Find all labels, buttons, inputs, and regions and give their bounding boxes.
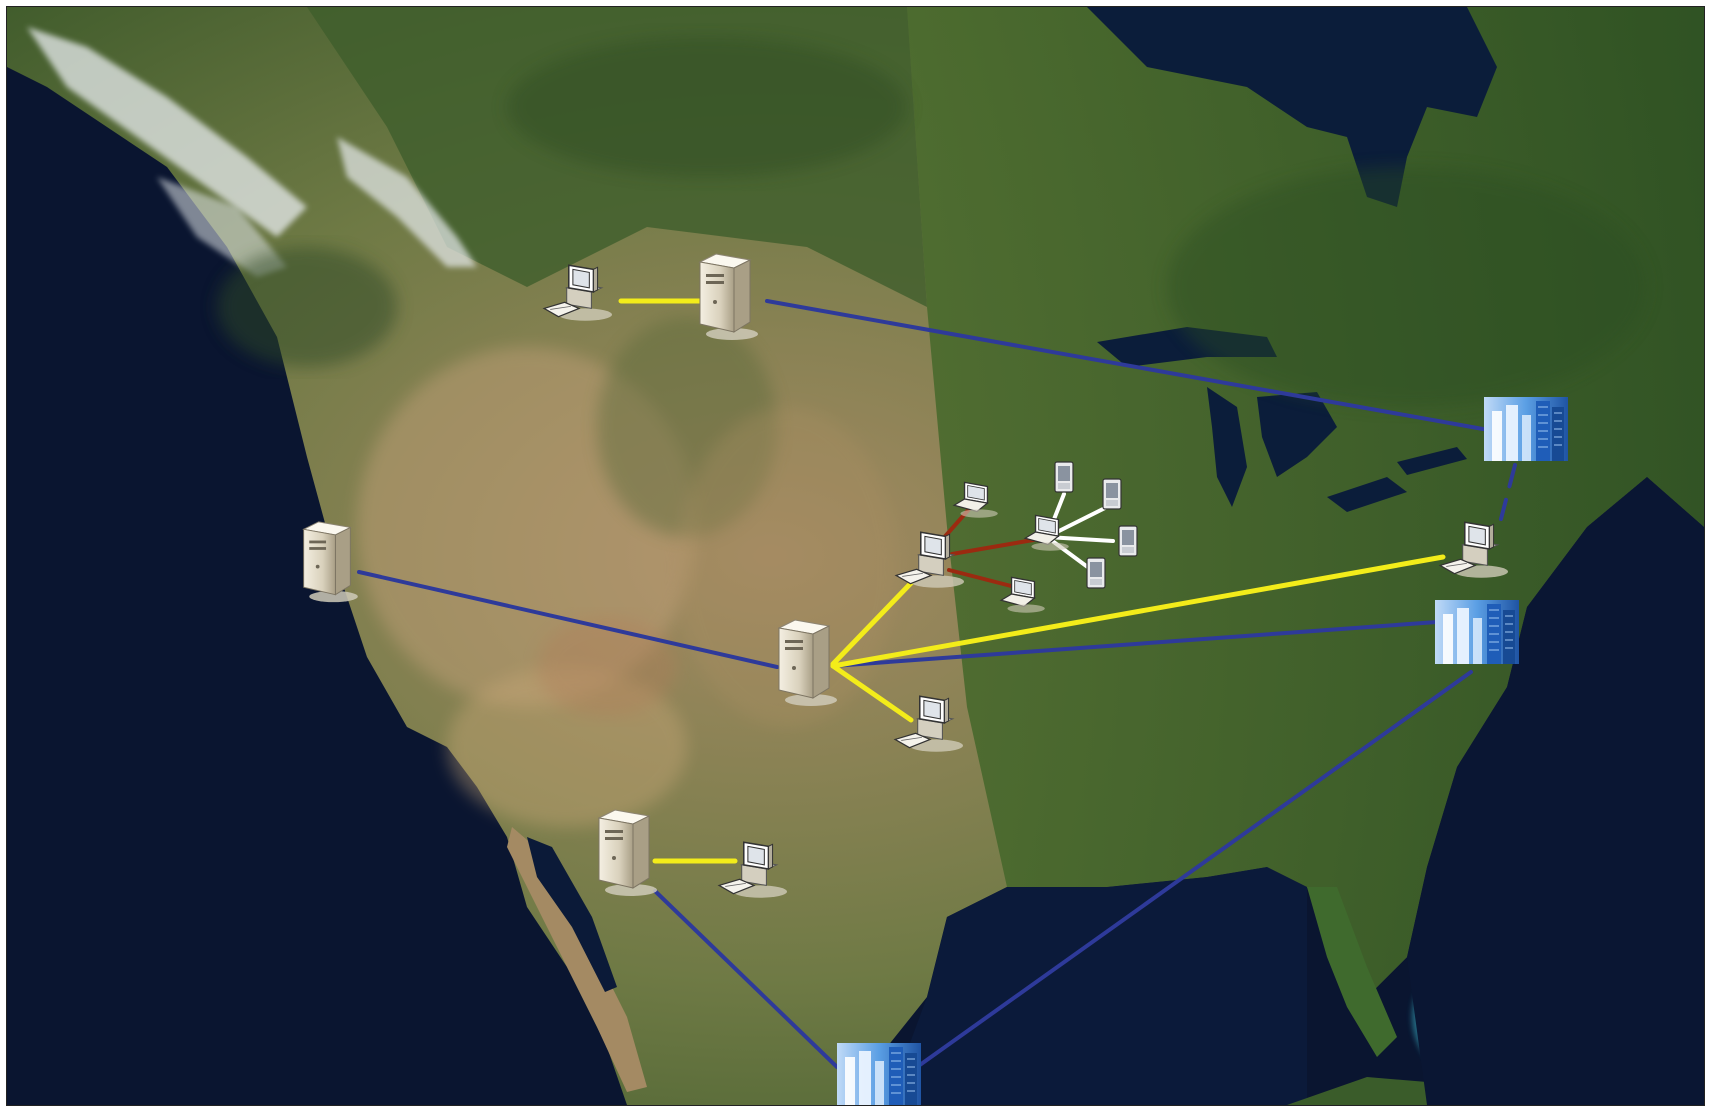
node-building-south[interactable] — [837, 1043, 921, 1105]
link-mobile-laptop-mobile-hub-to-phone-3 — [1045, 535, 1115, 543]
network-links — [357, 298, 1517, 1069]
link-wan-building-south-to-building-east — [915, 670, 1473, 1069]
office-building-icon — [1435, 600, 1519, 664]
phone-icon — [1086, 557, 1106, 589]
network-map — [6, 6, 1705, 1106]
node-phone-2[interactable] — [1102, 478, 1122, 510]
node-building-east[interactable] — [1435, 600, 1519, 664]
link-wan-dashed-building-northeast-to-workstation-northeast — [1499, 463, 1517, 521]
node-phone-3[interactable] — [1118, 525, 1138, 557]
phone-icon — [1054, 461, 1074, 493]
phone-icon — [1118, 525, 1138, 557]
office-building-icon — [1484, 397, 1568, 461]
link-lan-server-central-to-workstation-northeast — [830, 554, 1446, 669]
node-phone-1[interactable] — [1054, 461, 1074, 493]
link-wan-server-west-coast-to-server-central — [357, 570, 779, 669]
node-phone-4[interactable] — [1086, 557, 1106, 589]
node-building-northeast[interactable] — [1484, 397, 1568, 461]
phone-icon — [1102, 478, 1122, 510]
link-lan-server-central-to-workstation-central-south — [830, 663, 914, 723]
map-canvas — [7, 7, 1704, 1105]
link-wifi-workstation-plains-hub-to-laptop-south — [947, 568, 1017, 589]
office-building-icon — [837, 1043, 921, 1105]
link-wifi-workstation-plains-hub-to-laptop-mobile-hub — [950, 537, 1041, 556]
link-wan-server-northwest-to-building-northeast — [765, 299, 1485, 431]
map-background — [7, 7, 1704, 1105]
link-wan-server-central-to-building-east — [831, 620, 1439, 668]
link-lan-server-central-to-workstation-plains-hub — [830, 578, 916, 667]
link-wan-server-southwest-to-building-south — [653, 889, 839, 1069]
